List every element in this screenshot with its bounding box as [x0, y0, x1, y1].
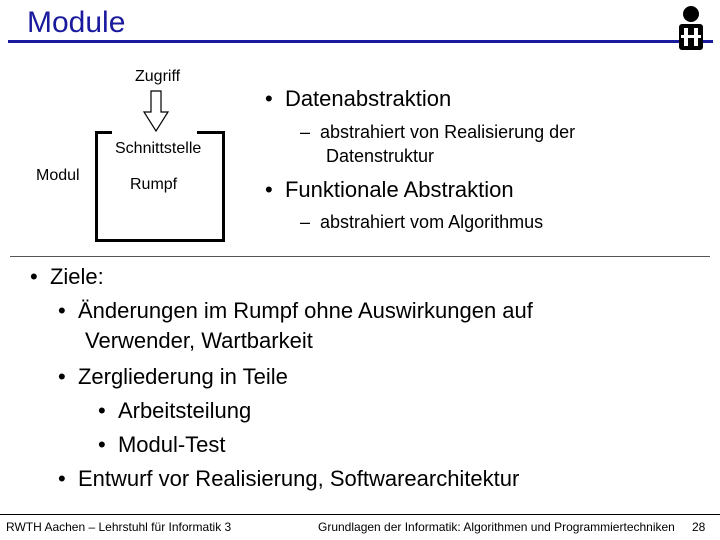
- goal-item: • Änderungen im Rumpf ohne Auswirkungen …: [58, 298, 533, 323]
- bullet-dot: •: [30, 264, 50, 289]
- goal-subitem: • Modul-Test: [98, 432, 226, 457]
- goal-item: • Zergliederung in Teile: [58, 364, 288, 389]
- bullet-dot: •: [98, 432, 118, 457]
- footer-left: RWTH Aachen – Lehrstuhl für Informatik 3: [6, 520, 232, 534]
- section-divider: [10, 256, 710, 257]
- interface-line-left: [95, 131, 112, 134]
- bullet-dot: •: [58, 298, 78, 323]
- sub-bullet-data-abstraction-cont: Datenstruktur: [326, 146, 435, 166]
- slide-title: Module: [27, 6, 126, 39]
- bullet-functional-abstraction: • Funktionale Abstraktion: [265, 177, 514, 202]
- interface-line-right: [197, 131, 225, 134]
- down-arrow-icon: [143, 90, 169, 132]
- page-number: 28: [692, 520, 706, 534]
- body-label: Rumpf: [130, 176, 178, 193]
- interface-label: Schnittstelle: [115, 140, 202, 157]
- bullet-dot: •: [58, 364, 78, 389]
- dash-marker: –: [300, 212, 321, 232]
- bullet-data-abstraction: • Datenabstraktion: [265, 86, 452, 111]
- module-box: [95, 132, 225, 242]
- dash-marker: –: [300, 122, 321, 142]
- bullet-dot: •: [265, 86, 285, 111]
- sub-bullet-data-abstraction: – abstrahiert von Realisierung der: [300, 122, 576, 142]
- access-label: Zugriff: [135, 68, 181, 85]
- university-logo-icon: [679, 6, 703, 50]
- goal-item-cont: Verwender, Wartbarkeit: [85, 328, 313, 353]
- goal-subitem: • Arbeitsteilung: [98, 398, 252, 423]
- title-underline: [8, 40, 713, 43]
- bullet-dot: •: [265, 177, 285, 202]
- module-label: Modul: [36, 167, 80, 184]
- goals-heading: • Ziele:: [30, 264, 104, 289]
- goal-item: • Entwurf vor Realisierung, Softwarearch…: [58, 466, 520, 491]
- footer-center: Grundlagen der Informatik: Algorithmen u…: [318, 520, 675, 534]
- sub-bullet-functional-abstraction: – abstrahiert vom Algorithmus: [300, 212, 544, 232]
- bullet-dot: •: [98, 398, 118, 423]
- footer-rule: [0, 514, 720, 515]
- bullet-dot: •: [58, 466, 78, 491]
